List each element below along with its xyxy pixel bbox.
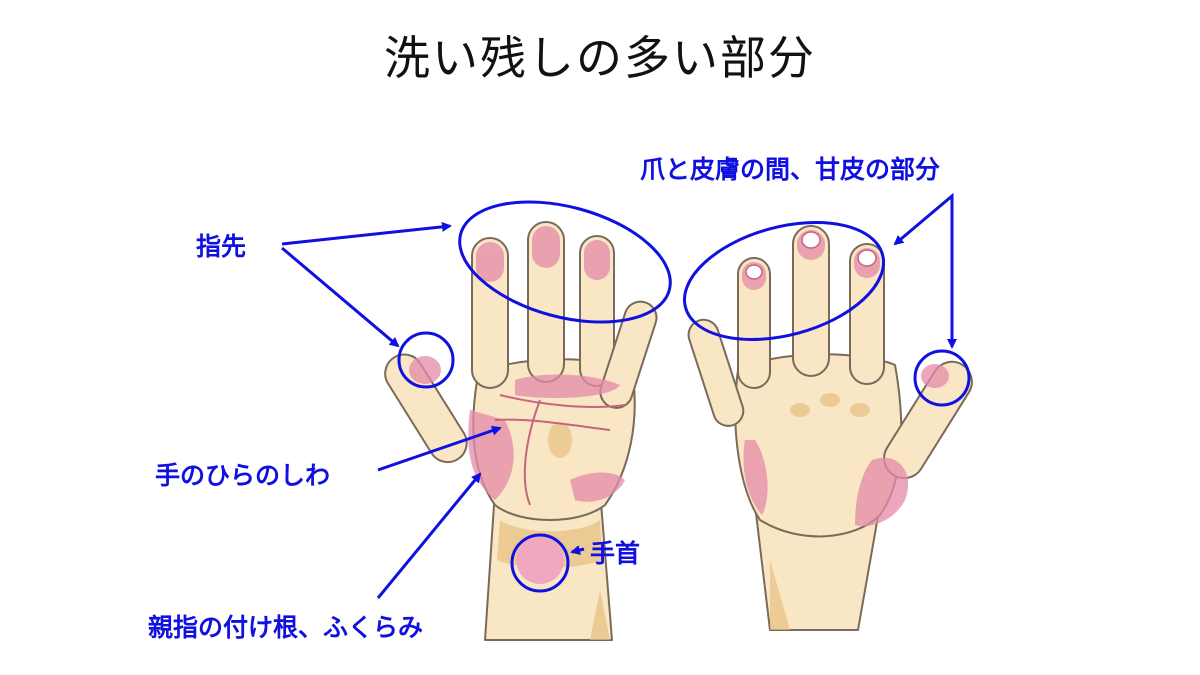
arrow-thumb-base [376,472,482,599]
label-thumb-base: 親指の付け根、ふくらみ [148,613,424,642]
annotation-marks [281,192,971,599]
thumb-nail-highlight-circle [913,349,971,407]
page-title: 洗い残しの多い部分 [384,31,816,85]
arrow-nails-to-ellipse [893,192,954,246]
arrow-wrist-to-circle [570,545,585,555]
back-hand-illustration [687,225,973,631]
wrist-highlight-circle [510,533,570,593]
arrow-creases-to-palm [377,425,502,472]
label-wrist: 手首 [590,539,641,568]
arrow-fingertips-to-ellipse [281,221,452,246]
palm-hand-illustration [384,221,658,641]
label-palm-creases: 手のひらのしわ [155,461,331,490]
label-fingertips: 指先 [196,232,247,261]
thumb-tip-highlight-circle [397,331,455,389]
arrow-fingertips-to-thumb [281,246,400,348]
fingertips-highlight-ellipse [458,200,672,324]
nails-highlight-ellipse [682,221,886,341]
label-nails-cuticles: 爪と皮膚の間、甘皮の部分 [640,155,941,184]
